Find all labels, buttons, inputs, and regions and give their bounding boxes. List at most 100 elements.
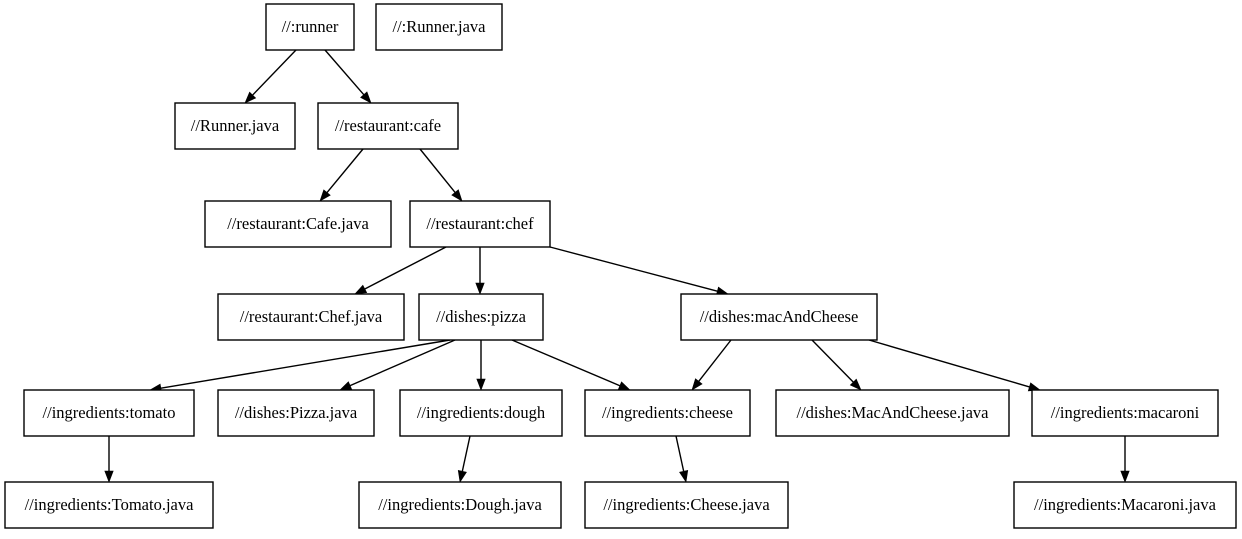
node-box[interactable] [399, 389, 563, 437]
arrowhead-icon [104, 470, 114, 483]
node-label: //restaurant:Cafe.java [227, 214, 369, 233]
graph-node-restaurant_cafe_java[interactable]: //restaurant:Cafe.java [204, 200, 392, 248]
graph-node-restaurant_cafe[interactable]: //restaurant:cafe [317, 102, 459, 150]
edge-restaurant_chef-to-dishes_macandcheese [549, 246, 729, 296]
edge-line [811, 339, 854, 383]
node-label: //Runner.java [191, 116, 280, 135]
edge-line [419, 148, 456, 193]
node-label: //ingredients:cheese [602, 403, 733, 422]
node-box[interactable] [775, 389, 1010, 437]
arrowhead-icon [476, 378, 486, 391]
node-box[interactable] [358, 481, 562, 529]
edge-ingredients_macaroni-to-ingredients_macaroni_java [1120, 436, 1130, 483]
graph-node-dishes_macandcheese[interactable]: //dishes:macAndCheese [680, 293, 878, 341]
node-label: //restaurant:cafe [335, 116, 441, 135]
edge-restaurant_chef-to-restaurant_chef_java [354, 246, 447, 295]
edge-dishes_pizza-to-ingredients_dough [476, 340, 486, 391]
graph-node-ingredients_tomato[interactable]: //ingredients:tomato [23, 389, 195, 437]
node-label: //:Runner.java [392, 17, 486, 36]
node-box[interactable] [680, 293, 878, 341]
graph-node-ingredients_macaroni_java[interactable]: //ingredients:Macaroni.java [1013, 481, 1237, 529]
graph-node-restaurant_chef[interactable]: //restaurant:chef [409, 200, 551, 248]
node-box[interactable] [265, 3, 355, 51]
node-box[interactable] [217, 389, 375, 437]
node-label: //ingredients:Dough.java [378, 495, 542, 514]
edge-runner-to-runner_java [244, 49, 297, 104]
arrowhead-icon [360, 91, 372, 104]
graph-node-dishes_pizza_java[interactable]: //dishes:Pizza.java [217, 389, 375, 437]
graph-node-restaurant_chef_java[interactable]: //restaurant:Chef.java [217, 293, 405, 341]
edge-line [698, 339, 732, 382]
node-label: //ingredients:macaroni [1051, 403, 1200, 422]
arrowhead-icon [475, 282, 485, 295]
edge-line [868, 339, 1030, 388]
node-label: //ingredients:tomato [43, 403, 176, 422]
node-box[interactable] [217, 293, 405, 341]
graph-node-ingredients_macaroni[interactable]: //ingredients:macaroni [1031, 389, 1219, 437]
arrowhead-icon [849, 378, 862, 391]
edges-layer [104, 49, 1130, 483]
node-box[interactable] [174, 102, 296, 150]
arrowhead-icon [617, 381, 631, 391]
edge-line [461, 435, 471, 472]
node-label: //dishes:macAndCheese [700, 307, 859, 326]
arrowhead-icon [451, 189, 463, 202]
arrowhead-icon [679, 469, 689, 483]
graph-node-dishes_macandcheese_java[interactable]: //dishes:MacAndCheese.java [775, 389, 1010, 437]
node-box[interactable] [584, 389, 751, 437]
node-label: //restaurant:Chef.java [240, 307, 383, 326]
edge-dishes_pizza-to-ingredients_cheese [511, 339, 631, 391]
edge-dishes_macandcheese-to-dishes_macandcheese_java [811, 339, 862, 391]
arrowhead-icon [1120, 470, 1130, 483]
edge-line [252, 49, 297, 96]
node-box[interactable] [418, 293, 544, 341]
edge-line [511, 339, 621, 387]
node-label: //dishes:pizza [436, 307, 526, 326]
graph-node-ingredients_dough[interactable]: //ingredients:dough [399, 389, 563, 437]
arrowhead-icon [457, 469, 467, 483]
edge-dishes_macandcheese-to-ingredients_macaroni [868, 339, 1041, 392]
node-box[interactable] [409, 200, 551, 248]
node-box[interactable] [1031, 389, 1219, 437]
arrowhead-icon [354, 284, 368, 295]
nodes-layer: //:runner //:Runner.java //Runner.java //re… [4, 3, 1237, 529]
graph-node-ingredients_cheese[interactable]: //ingredients:cheese [584, 389, 751, 437]
edge-line [675, 435, 685, 472]
arrowhead-icon [339, 381, 353, 391]
edge-dishes_pizza-to-dishes_pizza_java [339, 339, 456, 391]
graph-node-runner_java[interactable]: //Runner.java [174, 102, 296, 150]
graph-node-runner_java_root[interactable]: //:Runner.java [375, 3, 503, 51]
edge-restaurant_cafe-to-restaurant_chef [419, 148, 463, 202]
graph-node-ingredients_cheese_java[interactable]: //ingredients:Cheese.java [584, 481, 789, 529]
edge-line [364, 246, 447, 290]
node-box[interactable] [4, 481, 214, 529]
node-box[interactable] [584, 481, 789, 529]
edge-dishes_macandcheese-to-ingredients_cheese [691, 339, 732, 391]
edge-line [326, 148, 364, 193]
node-label: //dishes:MacAndCheese.java [797, 403, 990, 422]
node-box[interactable] [317, 102, 459, 150]
node-label: //:runner [282, 17, 339, 36]
node-box[interactable] [1013, 481, 1237, 529]
edge-restaurant_cafe-to-restaurant_cafe_java [319, 148, 364, 202]
graph-node-ingredients_dough_java[interactable]: //ingredients:Dough.java [358, 481, 562, 529]
edge-line [349, 339, 456, 387]
graph-node-runner[interactable]: //:runner [265, 3, 355, 51]
node-label: //ingredients:dough [417, 403, 546, 422]
edge-line [324, 49, 365, 96]
edge-line [160, 339, 451, 389]
node-box[interactable] [23, 389, 195, 437]
node-label: //restaurant:chef [426, 214, 534, 233]
edge-line [549, 246, 718, 292]
graph-node-dishes_pizza[interactable]: //dishes:pizza [418, 293, 544, 341]
edge-ingredients_cheese-to-ingredients_cheese_java [675, 435, 689, 483]
edge-restaurant_chef-to-dishes_pizza [475, 247, 485, 295]
arrowhead-icon [319, 189, 331, 202]
graph-node-ingredients_tomato_java[interactable]: //ingredients:Tomato.java [4, 481, 214, 529]
edge-ingredients_dough-to-ingredients_dough_java [457, 435, 471, 483]
node-box[interactable] [204, 200, 392, 248]
node-box[interactable] [375, 3, 503, 51]
edge-runner-to-restaurant_cafe [324, 49, 372, 104]
